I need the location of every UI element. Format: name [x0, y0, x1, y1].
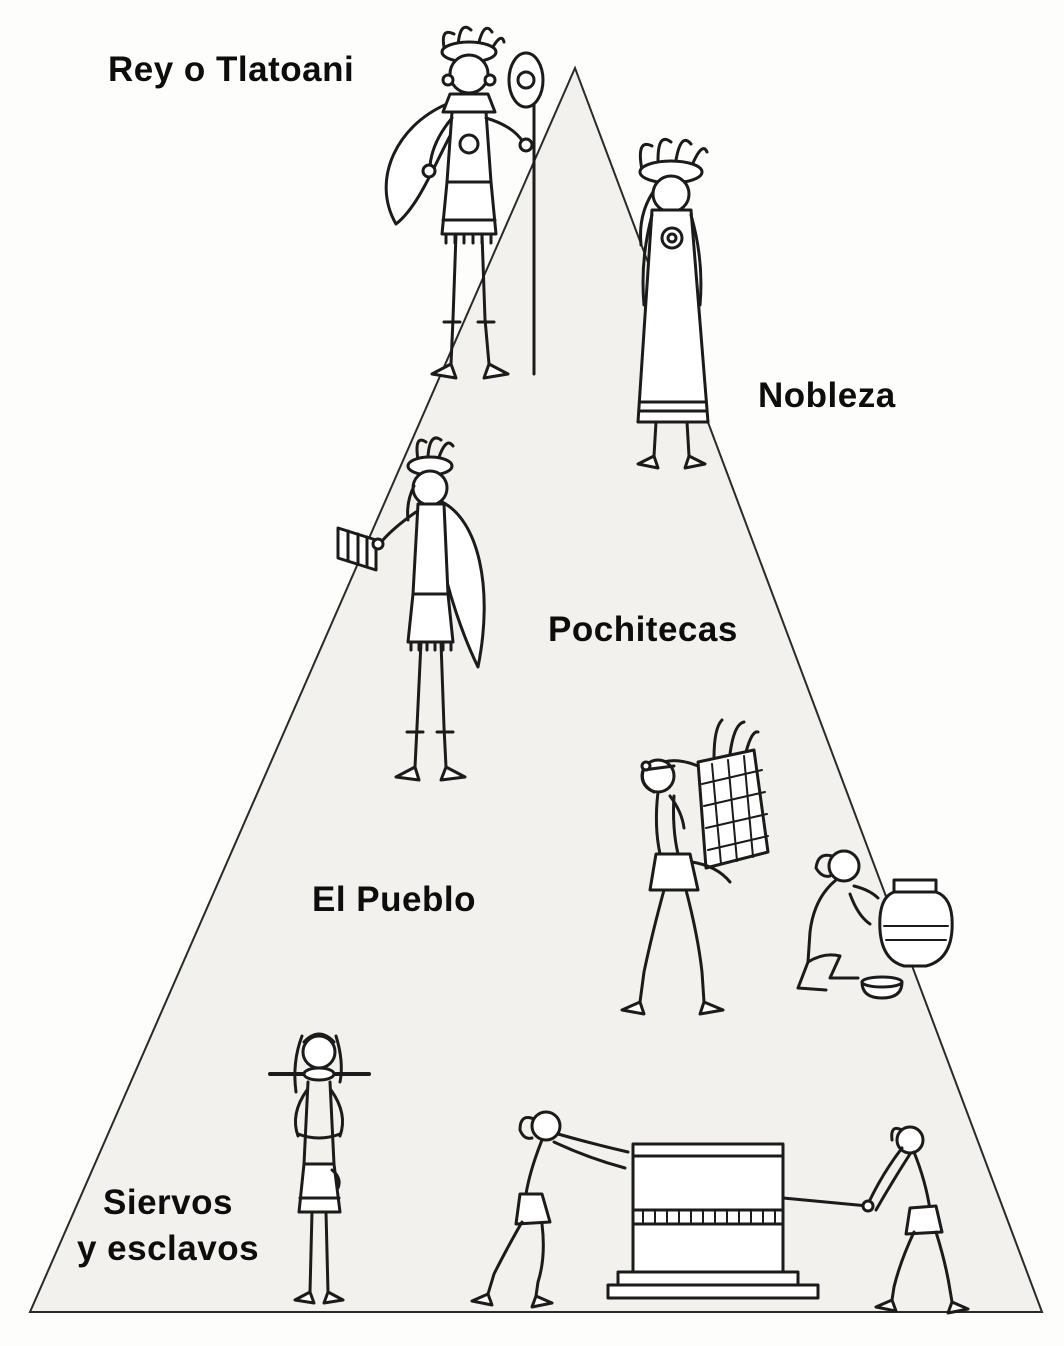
siervos-line-1: Siervos [103, 1183, 233, 1222]
level-label-pochitecas: Pochitecas [548, 610, 738, 649]
laborers-figure-illustration [458, 1082, 973, 1322]
level-label-siervos-y-esclavos: Siervos y esclavos [62, 1180, 274, 1272]
servant-figure-illustration [262, 1022, 377, 1317]
level-label-rey-o-tlatoani: Rey o Tlatoani [108, 50, 355, 89]
tlatoani-figure-illustration [368, 14, 578, 394]
noble-figure-illustration [596, 130, 751, 480]
siervos-line-2: y esclavos [76, 1229, 260, 1268]
pochiteca-figure-illustration [326, 432, 516, 792]
potter-figure-illustration [766, 834, 966, 1014]
level-label-el-pueblo: El Pueblo [312, 880, 476, 919]
level-label-nobleza: Nobleza [758, 376, 896, 415]
porter-figure-illustration [602, 704, 777, 1034]
